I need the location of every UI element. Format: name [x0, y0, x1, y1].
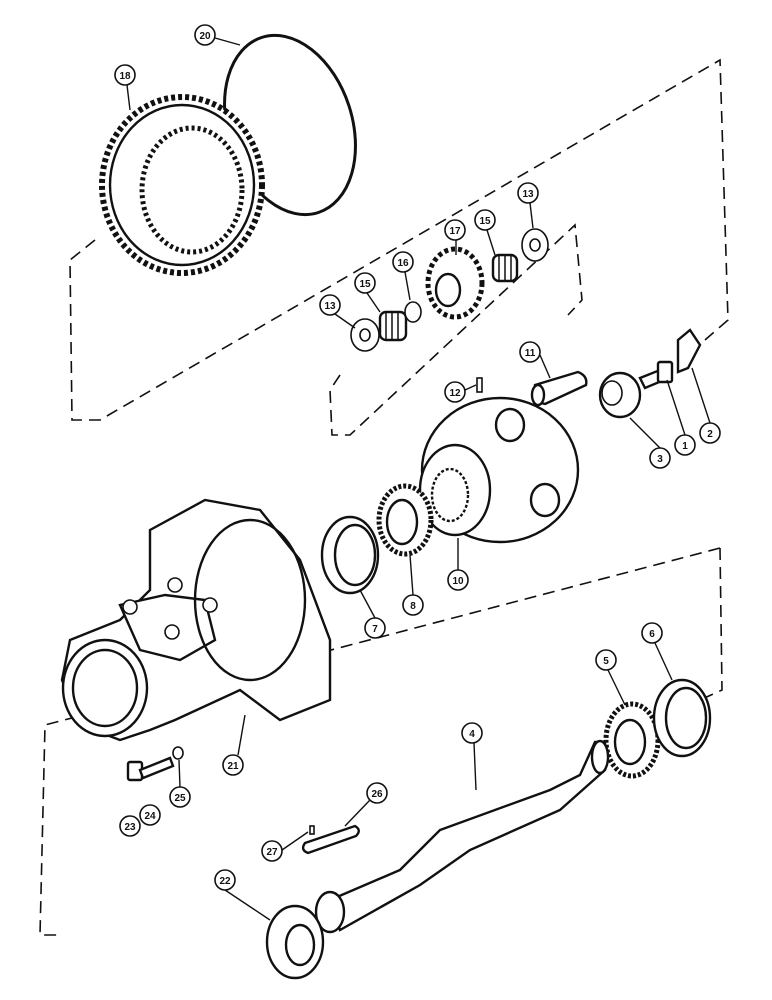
bearing-cone-cup-lower [603, 678, 712, 779]
svg-text:23: 23 [124, 822, 136, 833]
svg-text:13: 13 [522, 189, 534, 200]
svg-text:15: 15 [479, 216, 491, 227]
callout-24: 24 [139, 804, 161, 826]
leader-lines [126, 37, 711, 921]
callout-11: 11 [519, 341, 541, 363]
callout-26: 26 [366, 782, 388, 804]
callout-7: 7 [364, 617, 386, 639]
svg-text:11: 11 [525, 348, 536, 359]
callout-2: 2 [699, 422, 721, 444]
callout-13b: 13 [517, 182, 539, 204]
seal-ring [265, 904, 325, 980]
callout-10: 10 [447, 569, 469, 591]
svg-text:27: 27 [266, 847, 278, 858]
svg-text:20: 20 [199, 31, 211, 42]
svg-text:13: 13 [324, 301, 336, 312]
planet-gear-set [350, 228, 549, 352]
svg-text:18: 18 [119, 71, 131, 82]
housing-bolt-washer [126, 746, 184, 782]
callout-15b: 15 [474, 209, 496, 231]
svg-text:22: 22 [219, 876, 231, 887]
callout-5: 5 [595, 649, 617, 671]
callout-6: 6 [641, 622, 663, 644]
svg-text:16: 16 [397, 258, 409, 269]
thrust-washer-bolt-lock [598, 328, 702, 419]
callout-22: 22 [214, 869, 236, 891]
svg-text:21: 21 [227, 761, 239, 772]
svg-text:15: 15 [359, 279, 371, 290]
svg-text:3: 3 [657, 454, 663, 465]
shaft-key [301, 824, 360, 855]
callout-8: 8 [402, 594, 424, 616]
svg-text:1: 1 [682, 441, 688, 452]
callout-20: 20 [194, 24, 216, 46]
axle-shaft [314, 739, 610, 934]
svg-text:7: 7 [372, 624, 378, 635]
svg-text:4: 4 [469, 729, 475, 740]
callout-21: 21 [222, 754, 244, 776]
svg-text:2: 2 [707, 429, 713, 440]
svg-text:6: 6 [649, 629, 655, 640]
callout-16: 16 [392, 251, 414, 273]
callout-25: 25 [169, 786, 191, 808]
callout-18: 18 [114, 64, 136, 86]
callout-17: 17 [444, 219, 466, 241]
svg-text:8: 8 [410, 601, 416, 612]
svg-text:26: 26 [371, 789, 383, 800]
callout-4: 4 [461, 722, 483, 744]
callout-27: 27 [261, 840, 283, 862]
callout-23: 23 [119, 815, 141, 837]
callout-15a: 15 [354, 272, 376, 294]
planet-pin [476, 370, 588, 407]
callout-3: 3 [649, 447, 671, 469]
hub-housing [60, 498, 332, 742]
svg-text:24: 24 [144, 811, 156, 822]
svg-text:5: 5 [603, 656, 609, 667]
planet-carrier [418, 396, 580, 544]
svg-text:25: 25 [174, 793, 186, 804]
bearing-cup-cone [320, 483, 434, 595]
callout-12: 12 [444, 381, 466, 403]
ring-gear [99, 94, 265, 276]
callout-1: 1 [674, 434, 696, 456]
svg-text:10: 10 [452, 576, 464, 587]
callout-13a: 13 [319, 294, 341, 316]
callout-labels: 20 18 13 17 15 16 15 13 11 12 3 1 2 10 8… [114, 24, 721, 891]
svg-text:12: 12 [449, 388, 461, 399]
assembly-guide-lines [39, 58, 729, 936]
svg-text:17: 17 [449, 226, 461, 237]
